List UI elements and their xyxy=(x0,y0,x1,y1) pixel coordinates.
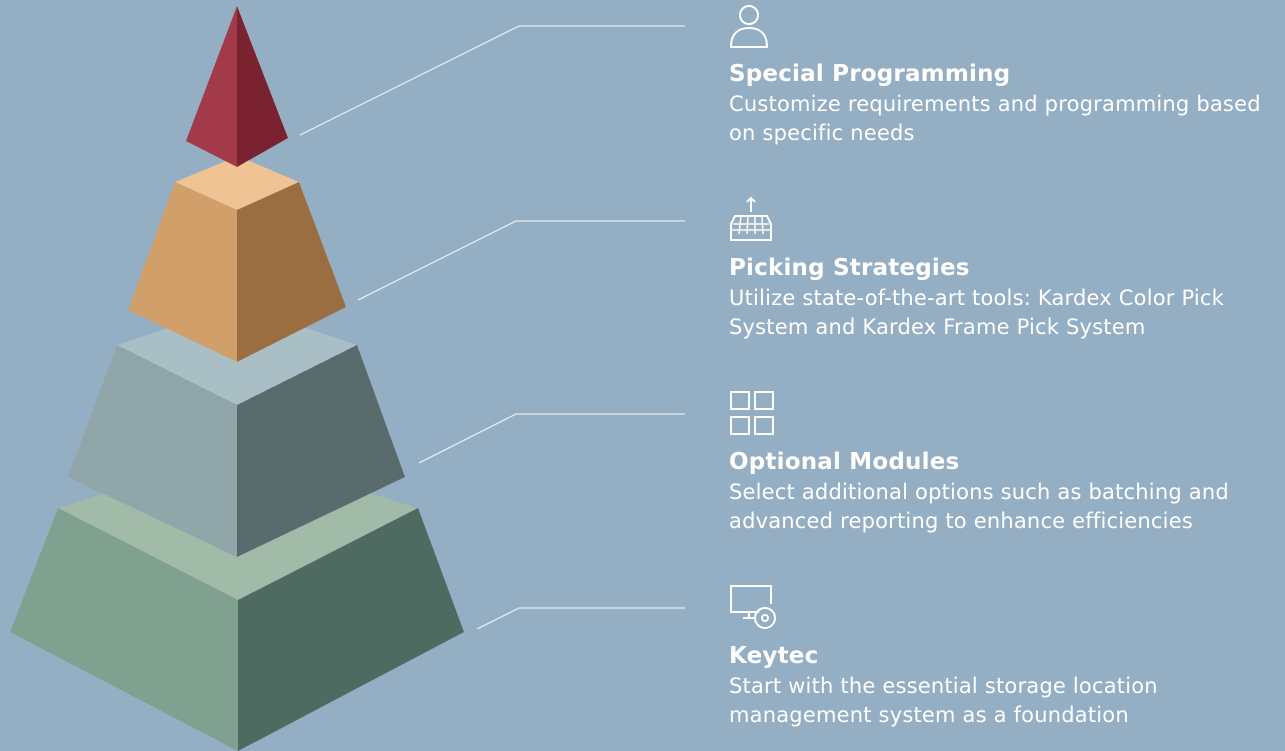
item-description: Start with the essential storage locatio… xyxy=(729,674,1158,727)
tier-top-left-face xyxy=(186,6,237,167)
item-title: Optional Modules xyxy=(729,449,960,475)
keyboard-upload-icon xyxy=(730,196,772,241)
tier-2-top-face xyxy=(175,156,299,210)
user-icon xyxy=(729,5,769,48)
item-keytec: Keytec Start with the essential storage … xyxy=(729,582,1279,730)
item-optional-modules: Optional Modules Select additional optio… xyxy=(729,388,1279,536)
connector-line-2 xyxy=(418,413,685,464)
connector-line-0 xyxy=(299,25,685,136)
item-description: Utilize state-of-the-art tools: Kardex C… xyxy=(729,286,1225,339)
item-picking-strategies: Picking Strategies Utilize state-of-the-… xyxy=(729,194,1279,342)
tier-base-right-face xyxy=(238,508,464,751)
tier-top-right-face xyxy=(237,6,288,167)
item-title: Special Programming xyxy=(729,61,1011,87)
pyramid-tier-top xyxy=(186,6,288,167)
modules-grid-icon xyxy=(730,391,774,435)
item-description: Customize requirements and programming b… xyxy=(729,92,1261,145)
tier-3-right-face xyxy=(237,345,405,557)
tier-3-left-face xyxy=(68,345,237,557)
connector-line-1 xyxy=(357,220,685,301)
monitor-disc-icon xyxy=(730,585,776,629)
item-description: Select additional options such as batchi… xyxy=(729,480,1229,533)
item-title: Picking Strategies xyxy=(729,255,970,281)
pyramid-tier-2 xyxy=(128,156,346,362)
tier-base-left-face xyxy=(10,508,238,751)
item-special-programming: Special Programming Customize requiremen… xyxy=(729,0,1279,148)
item-title: Keytec xyxy=(729,643,819,669)
connector-line-3 xyxy=(476,607,685,630)
tier-2-right-face xyxy=(237,182,346,362)
tier-2-left-face xyxy=(128,182,237,362)
